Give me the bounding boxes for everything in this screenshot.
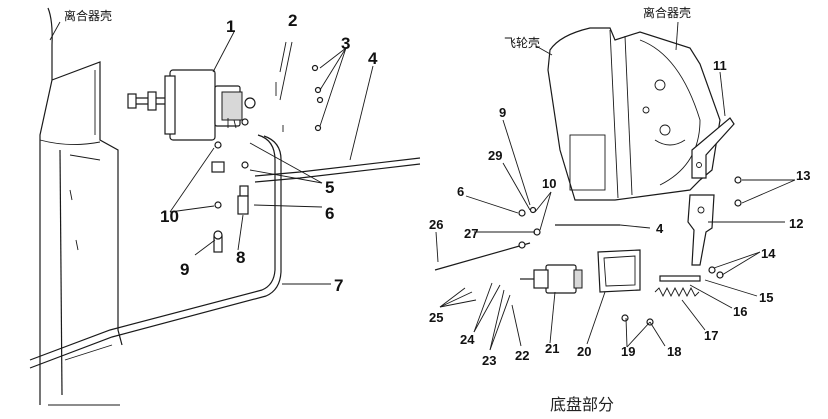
callout-r-26: 26 xyxy=(429,217,443,232)
clutch-booster xyxy=(127,69,256,141)
callout-r-14: 14 xyxy=(761,246,776,261)
left-leaders xyxy=(169,31,374,285)
callout-r-22: 22 xyxy=(515,348,529,363)
flywheel-housing-label: 飞轮壳 xyxy=(504,36,540,50)
cylinder-21 xyxy=(520,264,583,294)
callout-r-19: 19 xyxy=(621,344,635,359)
callout-10: 10 xyxy=(160,207,179,226)
callout-r-10: 10 xyxy=(542,176,556,191)
callout-r-4: 4 xyxy=(656,221,664,236)
callout-r-24: 24 xyxy=(460,332,475,347)
callout-r-6: 6 xyxy=(457,184,464,199)
right-housing xyxy=(547,27,721,201)
callout-2: 2 xyxy=(288,11,297,30)
callout-r-11: 11 xyxy=(713,58,727,73)
callout-r-23: 23 xyxy=(482,353,496,368)
spring-17 xyxy=(654,286,700,298)
lever-12 xyxy=(687,194,715,266)
bracket-11 xyxy=(691,117,735,179)
right-housing-label: 离合器壳 xyxy=(643,5,691,20)
callout-r-17: 17 xyxy=(704,328,718,343)
pipe-7 xyxy=(29,134,282,369)
callout-r-18: 18 xyxy=(667,344,681,359)
callout-r-16: 16 xyxy=(733,304,747,319)
callout-3: 3 xyxy=(341,34,350,53)
callout-r-13: 13 xyxy=(796,168,810,183)
left-view: 离合器壳 xyxy=(29,7,421,406)
rod-4 xyxy=(254,157,421,183)
right-leaders xyxy=(435,71,796,351)
callout-8: 8 xyxy=(236,248,245,267)
callout-r-29: 29 xyxy=(488,148,502,163)
callout-r-9: 9 xyxy=(499,105,506,120)
callout-r-15: 15 xyxy=(759,290,773,305)
callout-7: 7 xyxy=(334,276,343,295)
diagram-caption: 底盘部分 xyxy=(550,395,614,414)
callout-6: 6 xyxy=(325,204,334,223)
rod-26 xyxy=(434,242,531,271)
plate-20 xyxy=(597,249,641,293)
left-housing-label: 离合器壳 xyxy=(64,8,112,23)
small-fittings xyxy=(211,41,324,253)
callout-r-20: 20 xyxy=(577,344,591,359)
callout-1: 1 xyxy=(226,17,235,36)
callout-r-12: 12 xyxy=(789,216,803,231)
left-clutch-housing xyxy=(39,7,123,406)
callout-r-25: 25 xyxy=(429,310,443,325)
callout-r-27: 27 xyxy=(464,226,478,241)
callout-4: 4 xyxy=(368,49,378,68)
pin-16 xyxy=(659,275,701,282)
right-view: 飞轮壳 离合器壳 xyxy=(429,5,810,368)
callout-r-21: 21 xyxy=(545,341,559,356)
callout-5: 5 xyxy=(325,178,334,197)
callout-9: 9 xyxy=(180,260,189,279)
